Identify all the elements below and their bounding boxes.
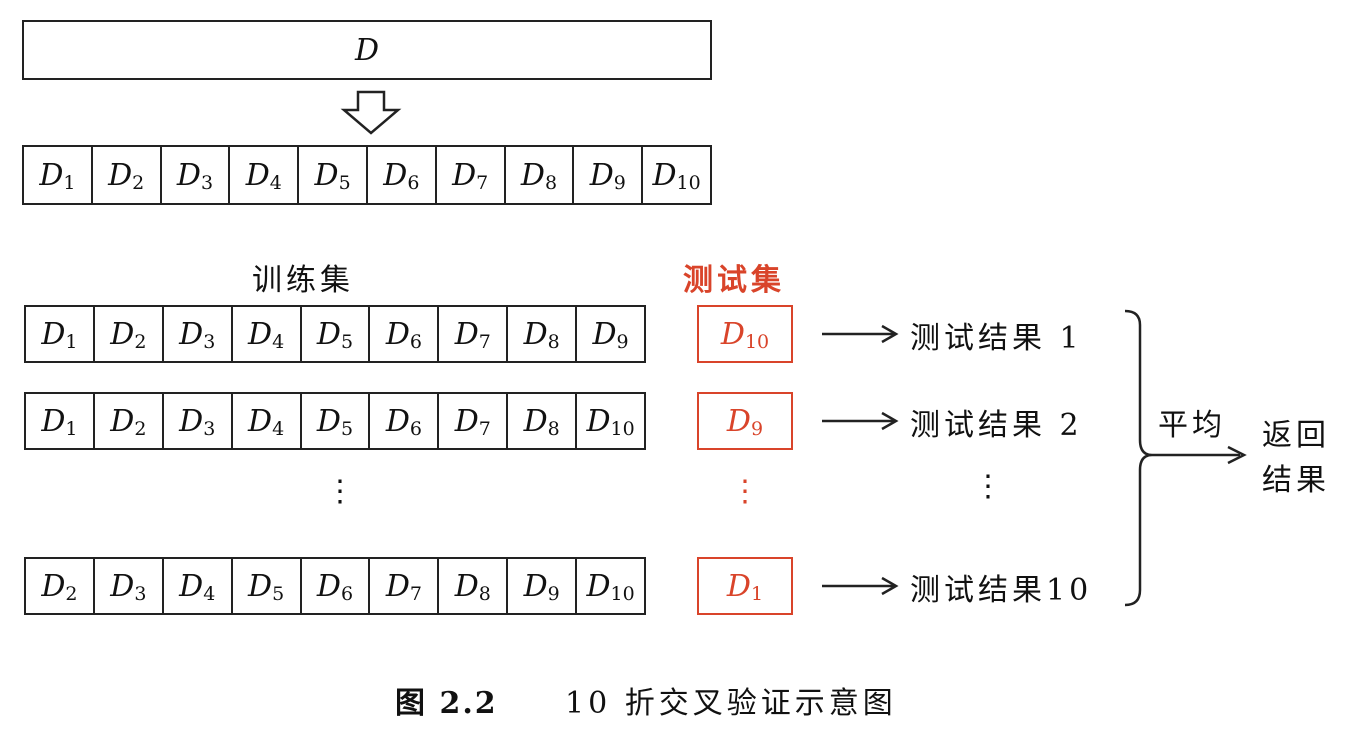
average-label: 平均 xyxy=(1158,408,1226,443)
dataset-bar: D xyxy=(22,20,712,80)
arrow-right-icon xyxy=(822,576,899,596)
result-ellipsis: ⋮ xyxy=(973,469,1003,504)
test-result-label: 测试结果10 xyxy=(910,573,1093,608)
test-set-label: 测试集 xyxy=(683,263,785,298)
caption-text: 10 折交叉验证示意图 xyxy=(565,686,897,721)
brace-arrow xyxy=(1124,309,1247,607)
split-arrow-icon xyxy=(340,90,402,135)
test-result-label: 测试结果 1 xyxy=(910,321,1083,356)
train-set-label: 训练集 xyxy=(252,263,354,298)
arrow-right-icon xyxy=(822,411,899,431)
test-result-label: 测试结果 2 xyxy=(910,408,1083,443)
caption-number: 图 2.2 xyxy=(395,686,498,721)
arrow-right-icon xyxy=(822,324,899,344)
dataset-label: D xyxy=(354,32,380,68)
train-ellipsis: ⋮ xyxy=(325,474,355,509)
return-label-2: 结果 xyxy=(1262,463,1330,498)
test-ellipsis: ⋮ xyxy=(730,474,760,509)
return-label-1: 返回 xyxy=(1262,418,1330,453)
